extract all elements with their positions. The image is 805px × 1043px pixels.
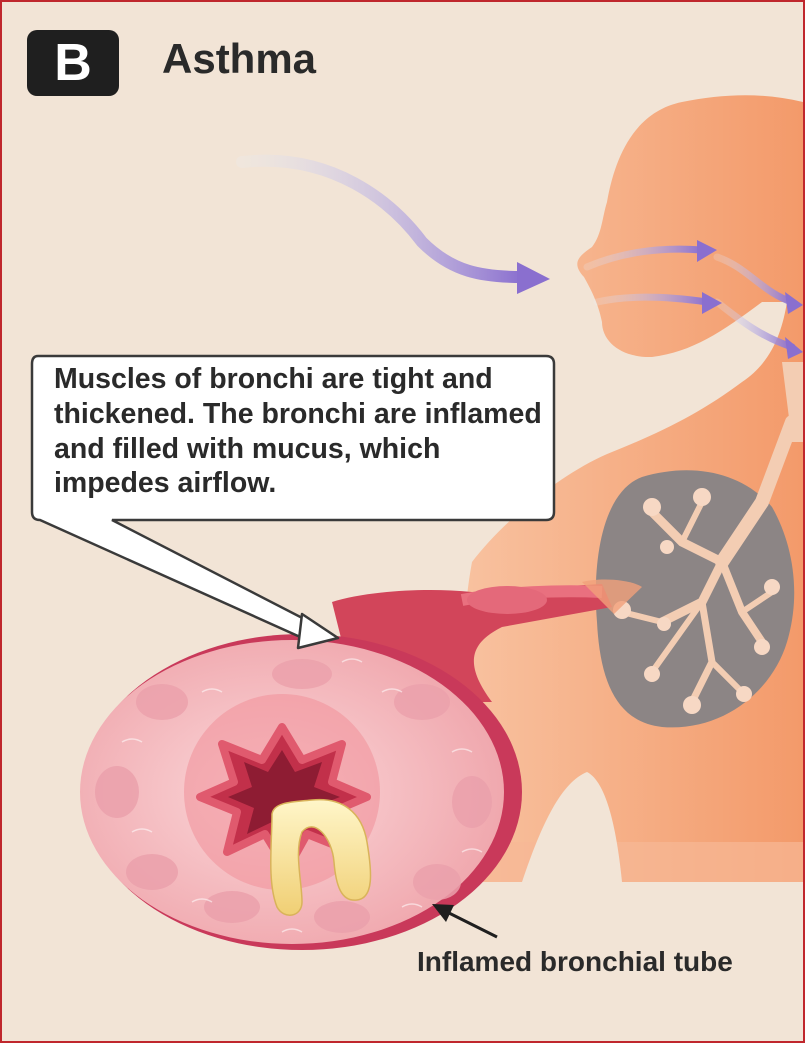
inflamed-tube-label: Inflamed bronchial tube xyxy=(417,944,777,979)
panel-letter-badge: B xyxy=(27,30,119,96)
bronchial-cross-section xyxy=(80,634,522,950)
label-arrow xyxy=(432,904,497,937)
callout-text: Muscles of bronchi are tight and thicken… xyxy=(54,362,542,501)
panel-title: Asthma xyxy=(162,34,316,84)
